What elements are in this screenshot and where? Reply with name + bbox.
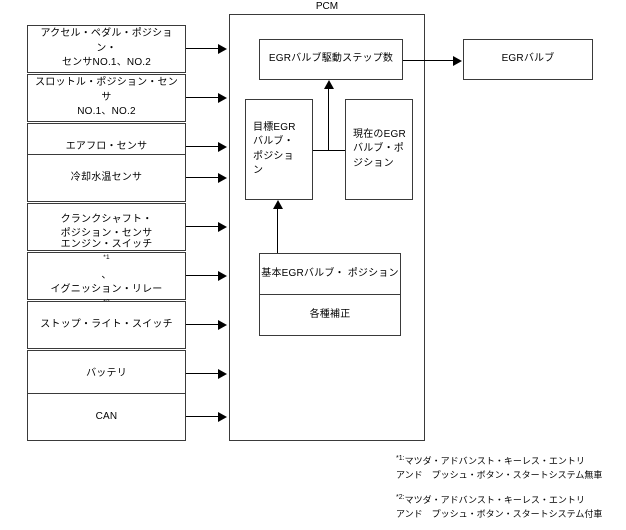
- arrow-head-can: [218, 412, 227, 422]
- connector-line-can: [186, 416, 220, 417]
- current-egr-line3: ジション: [353, 157, 394, 169]
- input-label-line2: センサNO.1、NO.2: [61, 57, 152, 69]
- footnote-2-line2: アンド プッシュ・ボタン・スタートシステム付車: [396, 509, 603, 519]
- arrow-head-engine-switch: [218, 271, 227, 281]
- egr-valve-drive-step-box: EGRバルブ駆動ステップ数: [259, 39, 403, 80]
- egr-valve-label: EGRバルブ: [501, 53, 555, 65]
- footnote-1: *1:マツダ・アドバンスト・キーレス・エントリ アンド プッシュ・ボタン・スター…: [396, 452, 626, 482]
- various-corrections-cell: 各種補正: [260, 295, 400, 335]
- egr-valve-drive-step-label: EGRバルブ駆動ステップ数: [268, 53, 394, 65]
- footnotes: *1:マツダ・アドバンスト・キーレス・エントリ アンド プッシュ・ボタン・スター…: [396, 452, 626, 530]
- input-box-battery: バッテリ: [27, 350, 186, 398]
- input-label-line1: CAN: [95, 410, 118, 422]
- input-label-line2: NO.1、NO.2: [77, 106, 136, 118]
- connector-line-coolant-temp: [186, 177, 220, 178]
- connector-line-air-flow: [186, 146, 220, 147]
- target-egr-line3: ポジショ: [253, 150, 294, 162]
- various-corrections-label: 各種補正: [309, 308, 351, 320]
- input-label-line1: エアフロ・センサ: [65, 140, 148, 152]
- connector-line-throttle: [186, 97, 220, 98]
- footnote-1-line2: アンド プッシュ・ボタン・スタートシステム無車: [396, 470, 603, 480]
- basic-egr-line2: ポジション: [347, 267, 399, 279]
- input-label-line1: エンジン・スイッチ*1、: [60, 239, 153, 281]
- footnote-2-line1: マツダ・アドバンスト・キーレス・エントリ: [404, 495, 585, 505]
- connector-line-egr-positions: [313, 150, 345, 151]
- input-box-engine-switch-ignition-relay: エンジン・スイッチ*1、 イグニッション・リレー*2: [27, 239, 186, 306]
- input-box-engine-coolant-temperature-sensor: 冷却水温センサ: [27, 154, 186, 202]
- input-box-throttle-position-sensor: スロットル・ポジション・センサ NO.1、NO.2: [27, 74, 186, 122]
- arrow-head-to-step-count: [324, 80, 334, 89]
- input-label-line1: ストップ・ライト・スイッチ: [40, 318, 173, 330]
- egr-valve-box: EGRバルブ: [463, 39, 593, 80]
- pcm-title: PCM: [315, 1, 339, 12]
- connector-line-crankshaft: [186, 226, 220, 227]
- input-label-line1: 冷却水温センサ: [70, 171, 143, 183]
- input-box-accel-pedal-position-sensor: アクセル・ペダル・ポジション・ センサNO.1、NO.2: [27, 25, 186, 73]
- input-box-stop-light-switch: ストップ・ライト・スイッチ: [27, 301, 186, 349]
- basic-egr-line1: 基本EGRバルブ・: [261, 267, 345, 279]
- target-egr-position-box: 目標EGR バルブ・ ポジショ ン: [245, 99, 313, 200]
- input-box-crankshaft-position-sensor: クランクシャフト・ ポジション・センサ: [27, 203, 186, 251]
- connector-line-stop-light: [186, 324, 220, 325]
- input-label-line1: アクセル・ペダル・ポジション・: [40, 28, 173, 54]
- input-label-line2: ポジション・センサ: [60, 228, 153, 239]
- arrow-head-crankshaft: [218, 222, 227, 232]
- arrow-head-stop-light: [218, 320, 227, 330]
- input-label-line1: クランクシャフト・: [60, 213, 153, 225]
- footnote-1-line1: マツダ・アドバンスト・キーレス・エントリ: [404, 456, 585, 466]
- basic-egr-correction-stack: 基本EGRバルブ・ ポジション 各種補正: [259, 253, 401, 336]
- input-label-line1: バッテリ: [86, 367, 127, 379]
- current-egr-position-box: 現在のEGR バルブ・ポ ジション: [345, 99, 413, 200]
- arrow-head-battery: [218, 369, 227, 379]
- current-egr-line2: バルブ・ポ: [353, 143, 404, 155]
- footnote-1-mark: *1:: [396, 455, 405, 462]
- connector-line-engine-switch: [186, 275, 220, 276]
- connector-line-to-step-count: [328, 89, 329, 150]
- target-egr-line2: バルブ・: [253, 136, 294, 147]
- footnote-mark-1: *1: [103, 253, 110, 261]
- arrow-head-coolant-temp: [218, 173, 227, 183]
- connector-line-accel-pedal: [186, 48, 220, 49]
- footnote-2-mark: *2:: [396, 494, 405, 501]
- arrow-head-to-egr-valve: [453, 56, 462, 66]
- connector-line-to-egr-valve: [403, 60, 455, 61]
- input-label-line1: スロットル・ポジション・センサ: [35, 77, 178, 103]
- arrow-head-basic-to-target: [273, 200, 283, 209]
- arrow-head-accel-pedal: [218, 44, 227, 54]
- arrow-head-air-flow: [218, 142, 227, 152]
- target-egr-line1: 目標EGR: [253, 121, 296, 133]
- footnote-2: *2:マツダ・アドバンスト・キーレス・エントリ アンド プッシュ・ボタン・スター…: [396, 491, 626, 521]
- connector-line-basic-to-target: [277, 209, 278, 253]
- input-box-can: CAN: [27, 393, 186, 441]
- basic-egr-position-cell: 基本EGRバルブ・ ポジション: [260, 254, 400, 295]
- connector-line-battery: [186, 373, 220, 374]
- arrow-head-throttle: [218, 93, 227, 103]
- current-egr-line1: 現在のEGR: [353, 128, 406, 140]
- target-egr-line4: ン: [253, 165, 264, 176]
